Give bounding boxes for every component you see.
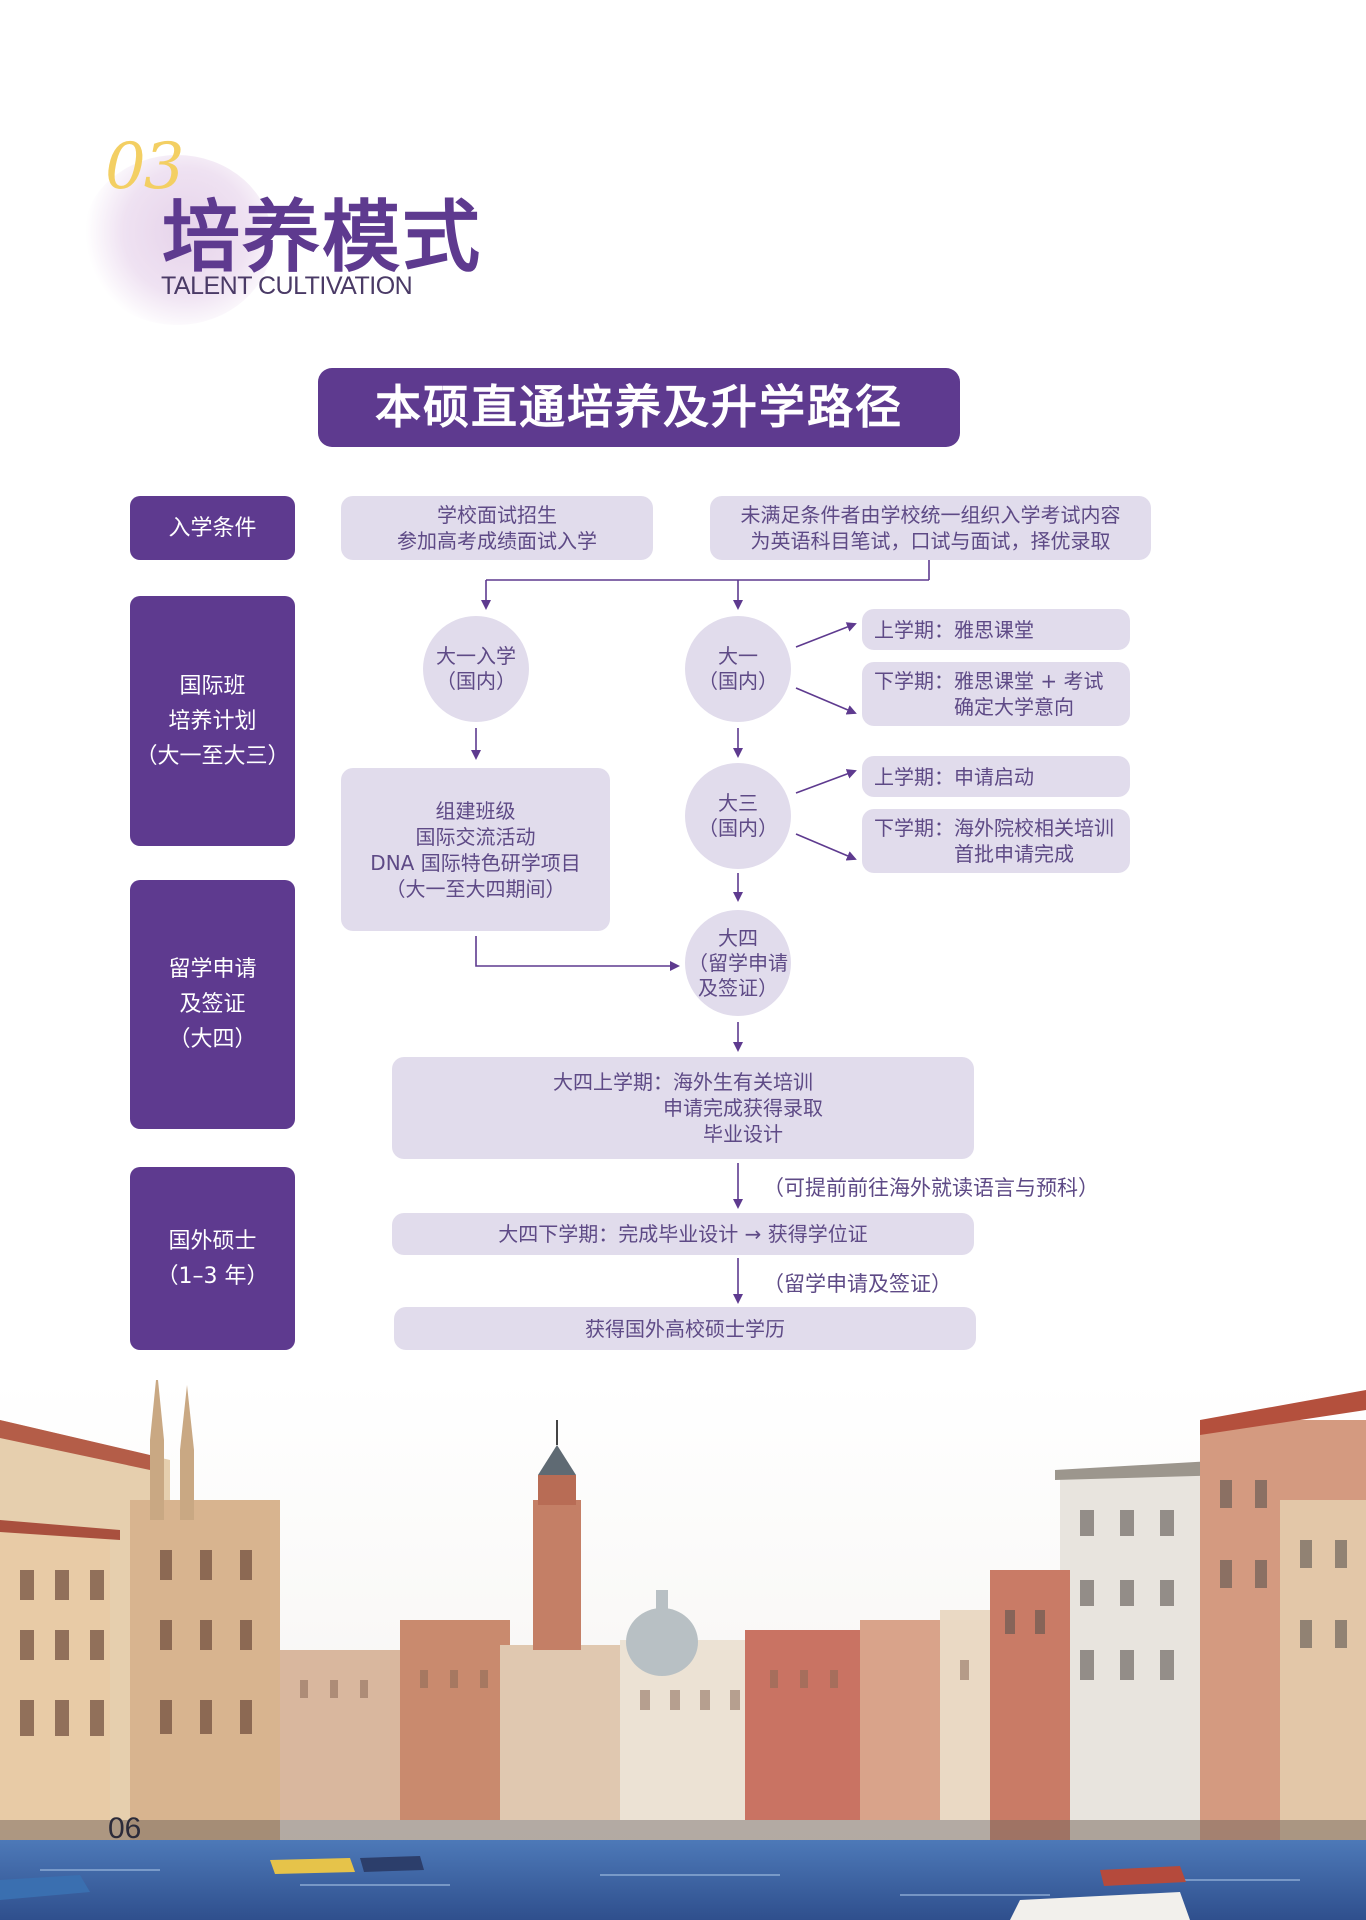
header-decoration-circle xyxy=(82,155,272,325)
page-number: 06 xyxy=(108,1812,142,1845)
admission-interview-box: 学校面试招生 参加高考成绩面试入学 xyxy=(341,496,653,560)
section-number: 03 xyxy=(105,130,184,204)
section-subtitle: TALENT CULTIVATION xyxy=(161,272,413,300)
venice-canal-scene-image xyxy=(0,1380,1366,1920)
year1-term1-box: 上学期：雅思课堂 xyxy=(862,609,1130,650)
year1-term2-box: 下学期：雅思课堂 + 考试 确定大学意向 xyxy=(862,662,1130,726)
year1-domestic-circle: 大一 （国内） xyxy=(685,616,791,722)
year3-term2-box: 下学期：海外院校相关培训 首批申请完成 xyxy=(862,809,1130,873)
diagram-title-banner: 本硕直通培养及升学路径 xyxy=(318,368,960,447)
phase-label-admission: 入学条件 xyxy=(130,496,295,560)
year4-term1-box: 大四上学期：海外生有关培训 申请完成获得录取 毕业设计 xyxy=(392,1057,974,1159)
section-title: 培养模式 xyxy=(162,193,483,283)
year3-domestic-circle: 大三 （国内） xyxy=(685,763,791,869)
year4-term2-box: 大四下学期：完成毕业设计 → 获得学位证 xyxy=(392,1213,974,1255)
masters-degree-box: 获得国外高校硕士学历 xyxy=(394,1307,976,1350)
phase-label-masters: 国外硕士 （1–3 年） xyxy=(130,1167,295,1350)
phase-label-international-class: 国际班 培养计划 （大一至大三） xyxy=(130,596,295,846)
year1-domestic-enrollment-circle: 大一入学 （国内） xyxy=(423,616,529,722)
admission-exam-box: 未满足条件者由学校统一组织入学考试内容 为英语科目笔试，口试与面试，择优录取 xyxy=(710,496,1151,560)
visa-note: （留学申请及签证） xyxy=(763,1272,952,1296)
class-activities-box: 组建班级 国际交流活动 DNA 国际特色研学项目 （大一至大四期间） xyxy=(341,768,610,931)
phase-label-visa: 留学申请 及签证 （大四） xyxy=(130,880,295,1129)
year4-visa-circle: 大四 （留学申请 及签证） xyxy=(685,910,791,1016)
early-abroad-note: （可提前前往海外就读语言与预科） xyxy=(763,1176,1099,1200)
year3-term1-box: 上学期：申请启动 xyxy=(862,756,1130,797)
